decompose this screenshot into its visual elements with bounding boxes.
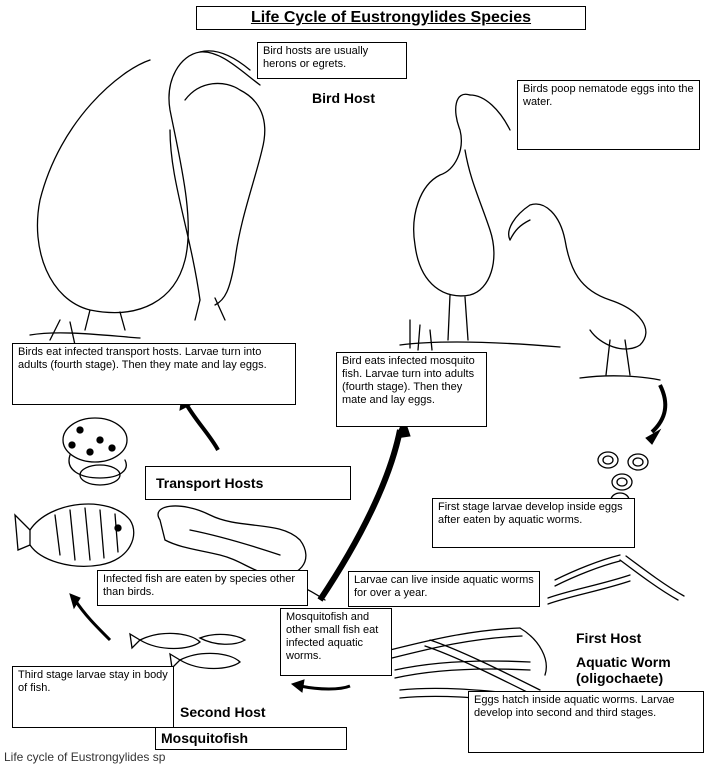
- aquatic-worms-small-icon: [548, 555, 684, 604]
- note-third-stage: Third stage larvae stay in body of fish.: [12, 666, 174, 728]
- label-bird-host: Bird Host: [312, 90, 375, 106]
- arrow-to-eggs-icon: [652, 385, 665, 432]
- note-infected-fish: Infected fish are eaten by species other…: [97, 570, 308, 606]
- figure-caption: Life cycle of Eustrongylides sp: [4, 750, 165, 764]
- note-birds-eat-transport: Birds eat infected transport hosts. Larv…: [12, 343, 296, 405]
- arrow-to-mosquitofish-icon: [300, 686, 350, 689]
- arrow-to-bird-left-icon: [185, 402, 218, 450]
- label-second-host: Second Host: [180, 704, 266, 720]
- frog-icon: [63, 418, 127, 485]
- label-oligochaete: (oligochaete): [576, 670, 663, 686]
- page-title: Life Cycle of Eustrongylides Species: [196, 6, 586, 30]
- sunfish-icon: [15, 504, 134, 566]
- label-aquatic-worm: Aquatic Worm: [576, 654, 671, 670]
- note-first-stage: First stage larvae develop inside eggs a…: [432, 498, 635, 548]
- arrow-to-transport-icon: [75, 600, 110, 640]
- note-bird-hosts: Bird hosts are usually herons or egrets.: [257, 42, 407, 79]
- label-transport-hosts: Transport Hosts: [145, 466, 351, 500]
- heron-pair-left-icon: [30, 51, 265, 345]
- mosquitofish-school-icon: [130, 633, 245, 668]
- label-mosquitofish: Mosquitofish: [155, 727, 347, 750]
- note-bird-eats-mosquitofish: Bird eats infected mosquito fish. Larvae…: [336, 352, 487, 427]
- note-birds-poop: Birds poop nematode eggs into the water.: [517, 80, 700, 150]
- note-eggs-hatch: Eggs hatch inside aquatic worms. Larvae …: [468, 691, 704, 753]
- note-mosquitofish-eat: Mosquitofish and other small fish eat in…: [280, 608, 392, 676]
- note-larvae-live: Larvae can live inside aquatic worms for…: [348, 571, 540, 607]
- arrow-head-mosquitofish-icon: [292, 680, 304, 692]
- label-first-host: First Host: [576, 630, 641, 646]
